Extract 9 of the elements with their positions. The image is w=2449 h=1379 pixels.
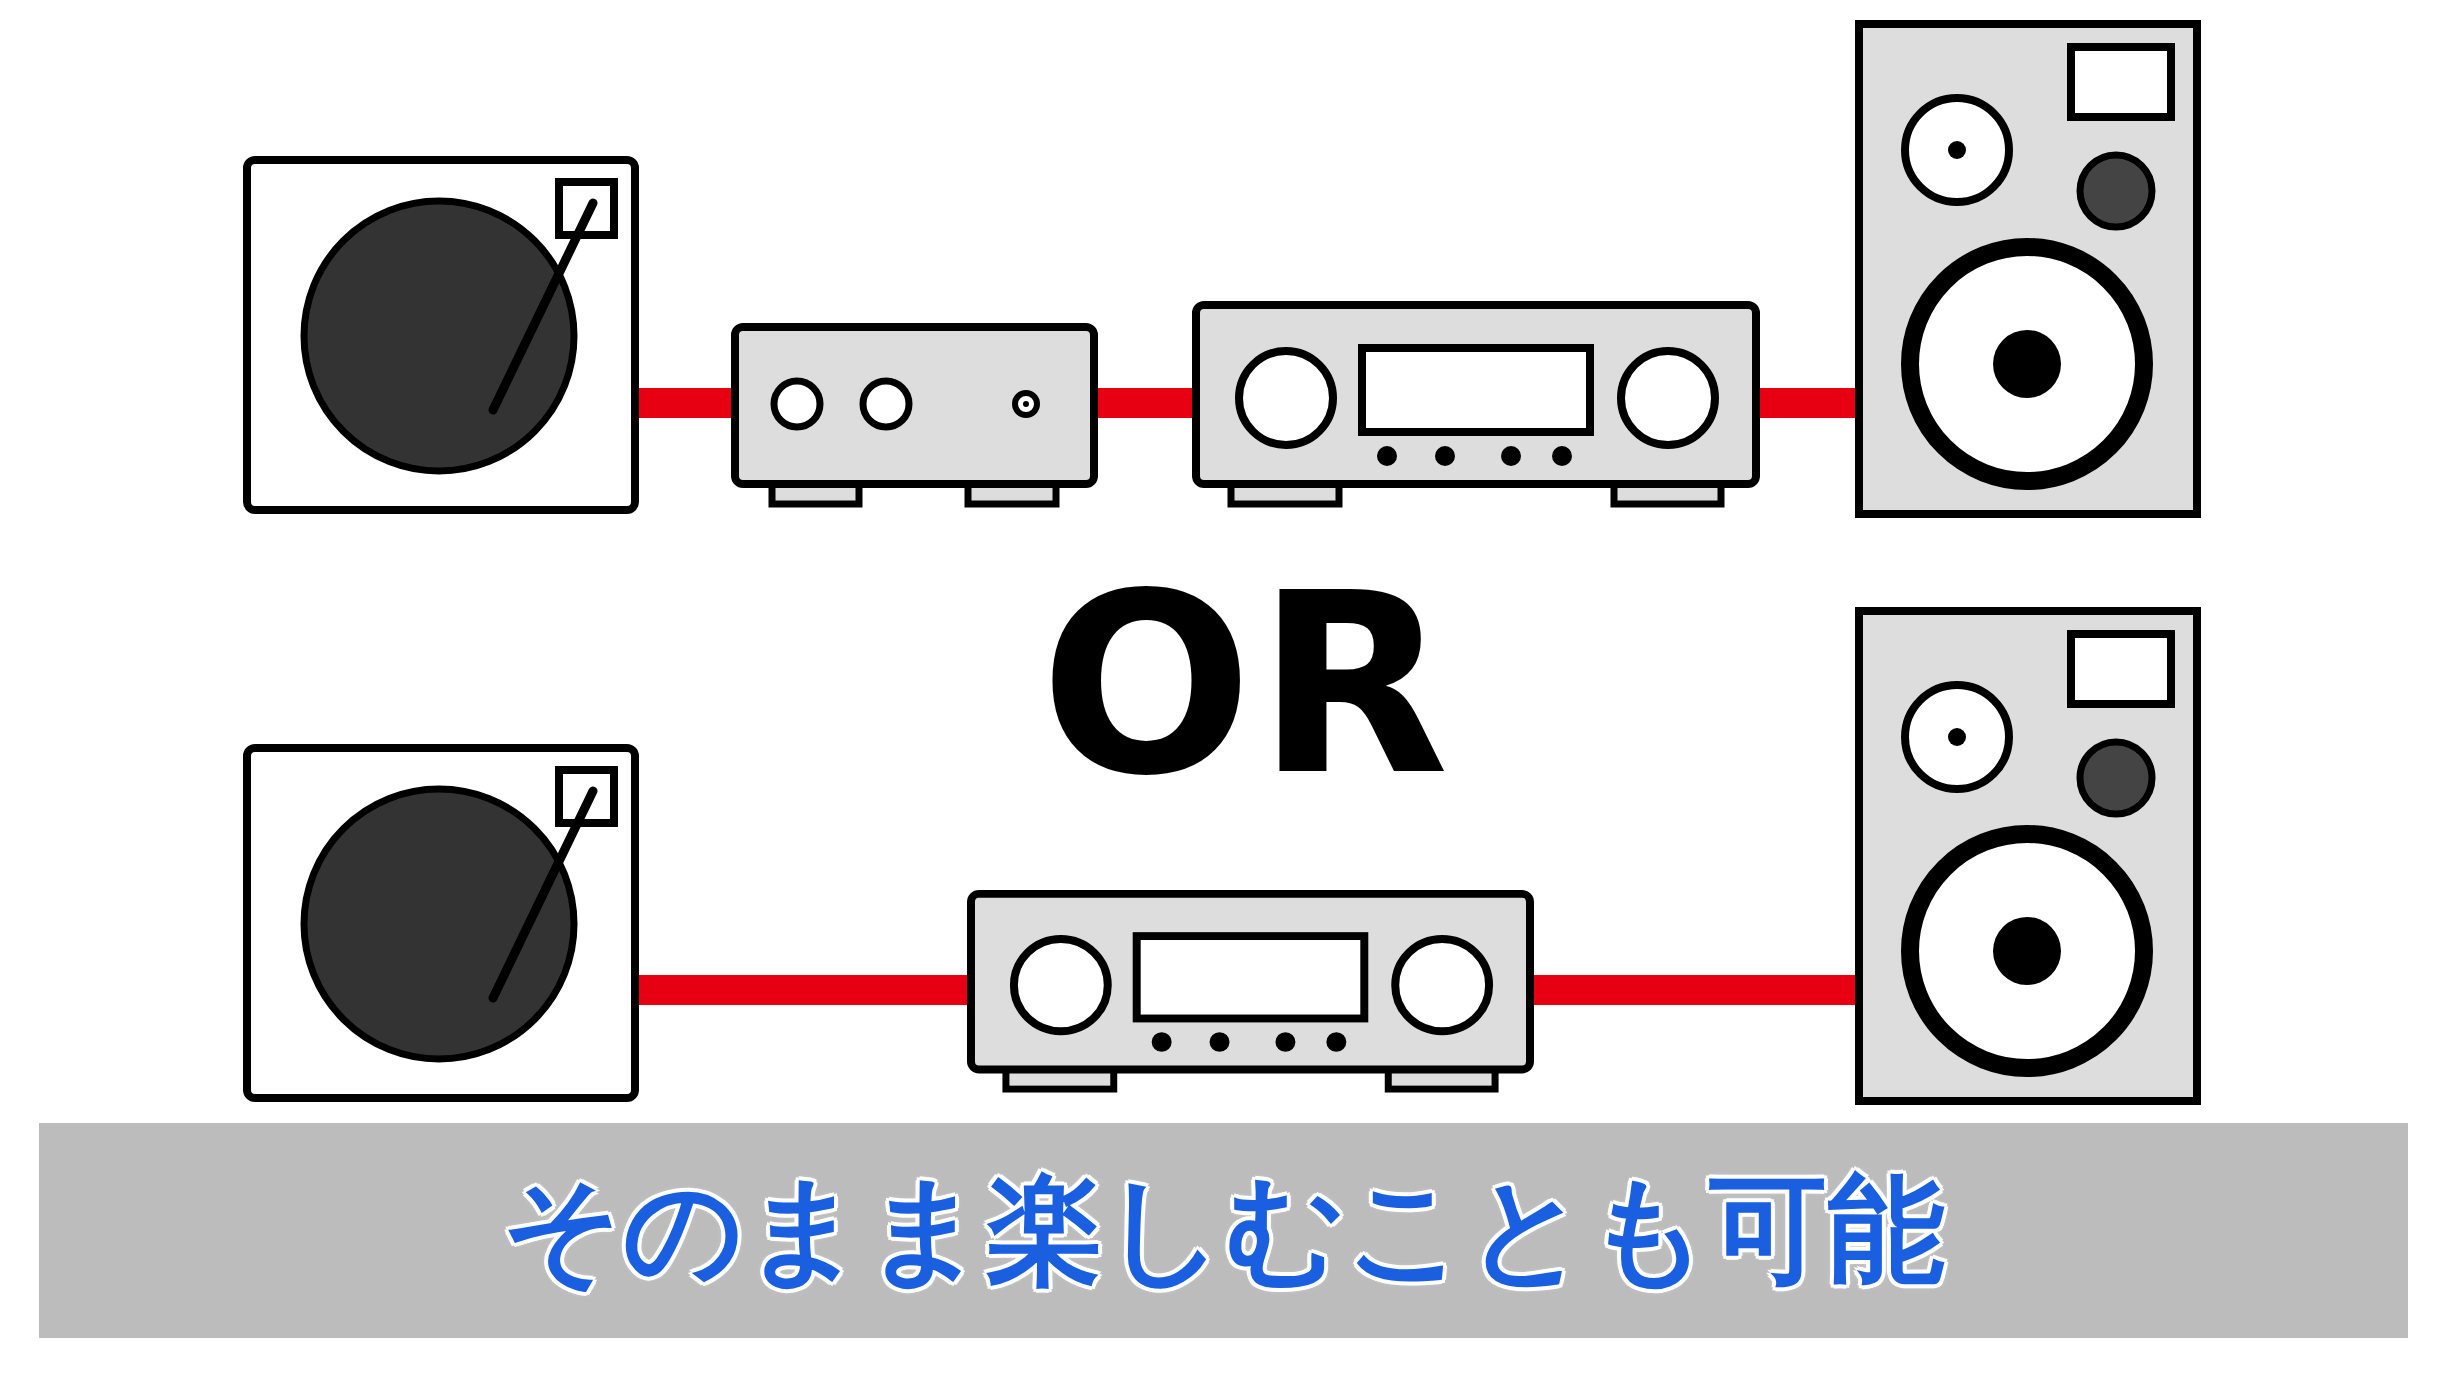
caption: そのまま楽しむことも可能 [502,1158,1945,1300]
amplifier-drawing [967,890,1534,1093]
speaker-drawing [1854,19,2202,519]
preamplifier-drawing [731,323,1098,508]
turntable-drawing [242,155,640,515]
speaker-drawing [1854,606,2202,1106]
amplifier-drawing [1192,301,1760,508]
or-text: OR [1040,560,1454,810]
turntable-drawing [242,743,640,1103]
